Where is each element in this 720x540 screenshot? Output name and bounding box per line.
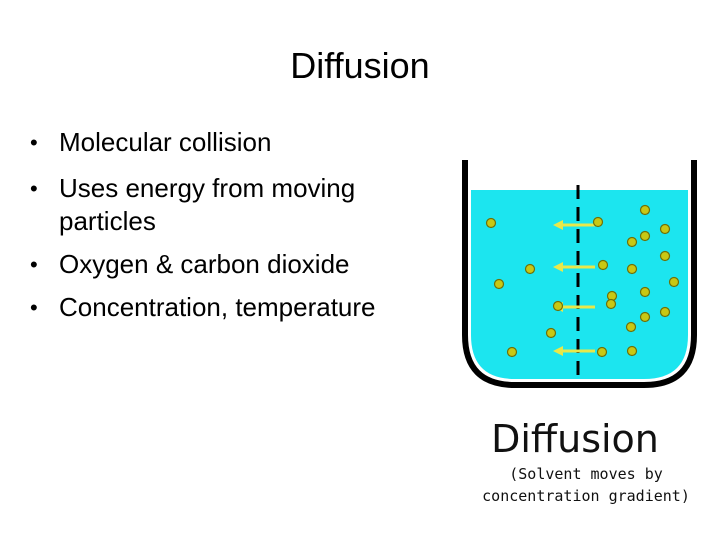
bullet-text: Molecular collision xyxy=(59,127,272,157)
particle-dot xyxy=(625,321,637,333)
bullet-item: • Oxygen & carbon dioxide xyxy=(30,248,450,281)
particle-dot xyxy=(524,263,536,275)
bullet-item: • Uses energy from moving particles xyxy=(30,172,450,238)
beaker-diagram xyxy=(462,160,697,388)
particle-dot xyxy=(639,311,651,323)
particle-dot xyxy=(596,346,608,358)
particle-dot xyxy=(639,230,651,242)
diffusion-figure: Diffusion (Solvent moves by concentratio… xyxy=(455,155,717,535)
particle-dot xyxy=(659,223,671,235)
bullet-item: • Concentration, temperature xyxy=(30,291,450,324)
arrow xyxy=(553,220,595,230)
particle-dot xyxy=(506,346,518,358)
bullet-text: Concentration, temperature xyxy=(59,292,376,322)
bullet-marker: • xyxy=(30,252,38,277)
particle-dot xyxy=(597,259,609,271)
particle-dot xyxy=(639,204,651,216)
bullet-marker: • xyxy=(30,295,38,320)
slide-title: Diffusion xyxy=(290,45,430,86)
bullet-list: • Molecular collision • Uses energy from… xyxy=(30,126,450,337)
bullet-text: Uses energy from moving particles xyxy=(59,173,356,236)
particle-dot xyxy=(639,286,651,298)
particle-dot xyxy=(659,306,671,318)
beaker-container xyxy=(462,160,697,388)
particle-dot xyxy=(552,300,564,312)
bullet-marker: • xyxy=(30,130,38,155)
particle-group xyxy=(485,204,680,358)
figure-title: Diffusion xyxy=(491,417,659,461)
caption-line: (Solvent moves by xyxy=(509,465,663,483)
particle-dot xyxy=(545,327,557,339)
arrow xyxy=(553,346,595,356)
arrow-group xyxy=(553,220,595,356)
particle-dot xyxy=(626,263,638,275)
particle-dot xyxy=(659,250,671,262)
caption-line: concentration gradient) xyxy=(482,487,690,505)
figure-caption: (Solvent moves by concentration gradient… xyxy=(455,463,717,507)
bullet-text: Oxygen & carbon dioxide xyxy=(59,249,350,279)
particle-dot xyxy=(668,276,680,288)
bullet-item: • Molecular collision xyxy=(30,126,450,159)
particle-dot xyxy=(626,236,638,248)
particle-dot xyxy=(485,217,497,229)
bullet-marker: • xyxy=(30,176,38,201)
particle-dot xyxy=(592,216,604,228)
particle-dot xyxy=(493,278,505,290)
particle-dot xyxy=(626,345,638,357)
particle-dot xyxy=(605,298,617,310)
arrow xyxy=(553,262,595,272)
